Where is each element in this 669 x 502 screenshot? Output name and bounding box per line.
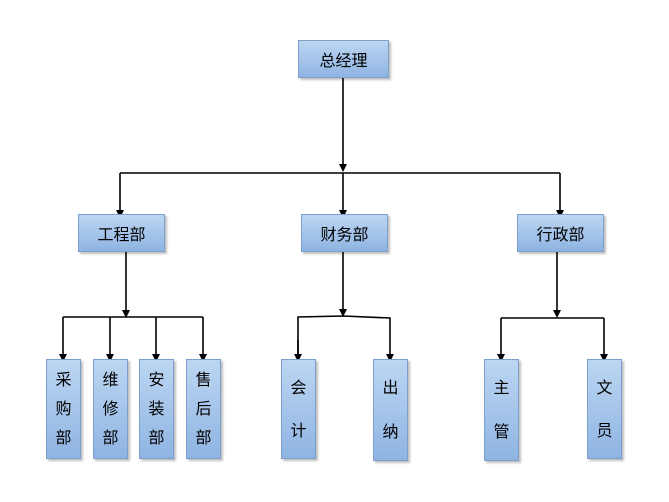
node-label: 行政部 bbox=[536, 225, 585, 244]
connector-finance-bus bbox=[297, 315, 394, 362]
node-supervisor: 主管 bbox=[484, 359, 519, 461]
node-label: 财务部 bbox=[320, 225, 369, 244]
node-label: 采购部 bbox=[55, 370, 72, 447]
node-label: 售后部 bbox=[195, 370, 212, 447]
node-label: 总经理 bbox=[319, 51, 368, 70]
node-label: 主管 bbox=[493, 378, 510, 441]
node-aftersales: 售后部 bbox=[186, 359, 221, 459]
node-installation: 安装部 bbox=[139, 359, 174, 459]
node-purchasing: 采购部 bbox=[46, 359, 81, 459]
node-label: 维修部 bbox=[102, 370, 119, 447]
node-finance-dept: 财务部 bbox=[301, 214, 388, 252]
node-label: 文员 bbox=[596, 377, 613, 440]
node-label: 出纳 bbox=[382, 378, 399, 441]
node-label: 会计 bbox=[290, 377, 307, 440]
node-accounting: 会计 bbox=[281, 359, 316, 459]
node-maintenance: 维修部 bbox=[93, 359, 128, 459]
node-label: 工程部 bbox=[97, 225, 146, 244]
node-label: 安装部 bbox=[148, 370, 165, 447]
node-cashier: 出纳 bbox=[373, 359, 408, 461]
node-admin-dept: 行政部 bbox=[517, 214, 604, 252]
node-clerk: 文员 bbox=[587, 359, 622, 459]
node-engineering-dept: 工程部 bbox=[78, 214, 165, 252]
node-general-manager: 总经理 bbox=[298, 40, 389, 78]
